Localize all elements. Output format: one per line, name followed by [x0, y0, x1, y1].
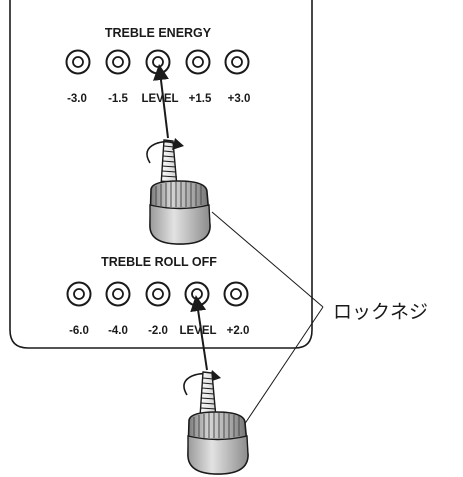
terminal-jack-icon[interactable] — [224, 49, 250, 75]
treble-roll-off-label: -2.0 — [148, 325, 168, 337]
treble-roll-off-label: -6.0 — [69, 325, 89, 337]
lock-screw-callout-label: ロックネジ — [333, 301, 428, 323]
terminal-jack-icon[interactable] — [145, 281, 171, 307]
treble-energy-label: -1.5 — [108, 93, 128, 105]
treble-energy-jacks — [65, 49, 250, 75]
treble-roll-off-labels: -6.0 -4.0 -2.0 LEVEL +2.0 — [69, 325, 249, 337]
terminal-jack-icon[interactable] — [66, 281, 92, 307]
terminal-jack-icon[interactable] — [105, 49, 131, 75]
treble-roll-off-title: TREBLE ROLL OFF — [101, 255, 217, 269]
lock-screw-icon[interactable] — [146, 64, 211, 245]
callout-leader-line — [243, 306, 324, 426]
terminal-jack-icon[interactable] — [145, 49, 171, 75]
treble-roll-off-label: -4.0 — [108, 325, 128, 337]
treble-energy-title: TREBLE ENERGY — [105, 26, 212, 40]
lock-screw-icon[interactable] — [183, 295, 249, 475]
terminal-jack-icon[interactable] — [65, 49, 91, 75]
treble-energy-labels: -3.0 -1.5 LEVEL +1.5 +3.0 — [67, 93, 250, 105]
treble-roll-off-label: +2.0 — [227, 325, 250, 337]
treble-energy-label: +1.5 — [189, 93, 212, 105]
terminal-jack-icon[interactable] — [185, 49, 211, 75]
treble-roll-off-label: LEVEL — [179, 325, 216, 337]
terminal-jack-icon[interactable] — [105, 281, 131, 307]
terminal-jack-icon[interactable] — [223, 281, 249, 307]
terminal-jack-icon[interactable] — [184, 281, 210, 307]
treble-roll-off-jacks — [66, 281, 249, 307]
rotate-arrow-icon — [146, 140, 178, 164]
insertion-arrow — [153, 64, 169, 139]
treble-energy-label: LEVEL — [141, 93, 178, 105]
terminal-panel — [9, 0, 313, 349]
callout-leader-line — [211, 211, 324, 308]
treble-energy-label: -3.0 — [67, 93, 87, 105]
treble-energy-label: +3.0 — [228, 93, 251, 105]
insertion-arrow — [190, 295, 208, 371]
